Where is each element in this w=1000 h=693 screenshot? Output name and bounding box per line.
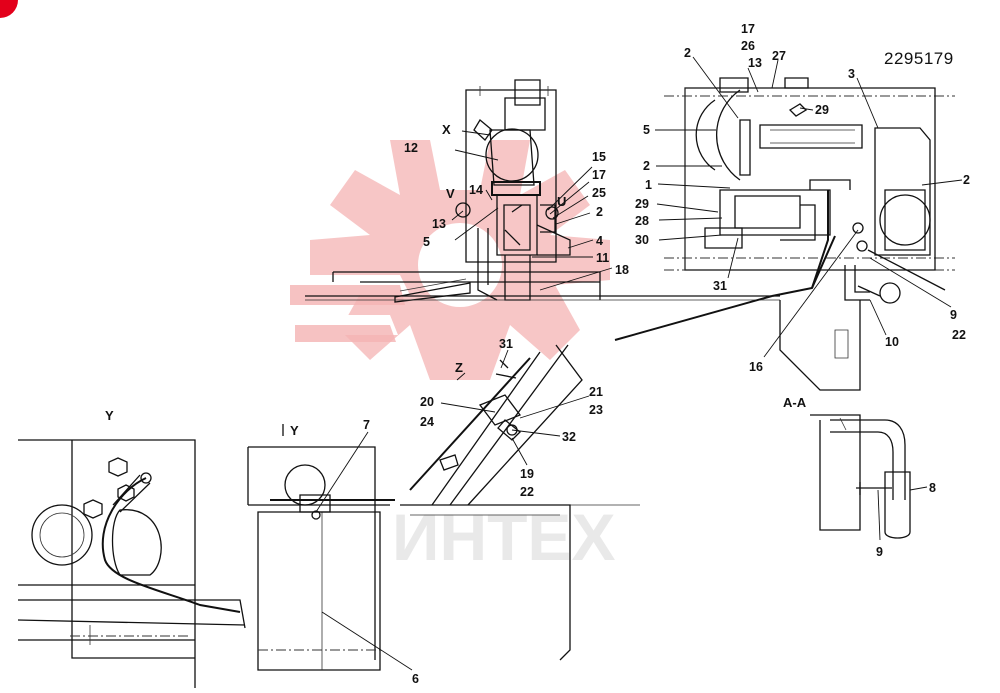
callout-23: 23 [589, 403, 603, 417]
frame-bottom-right [400, 504, 571, 661]
callout-7: 7 [363, 418, 370, 432]
drawing-number: 2295179 [884, 49, 954, 68]
callout-8: 8 [929, 481, 936, 495]
callout-13a: 13 [748, 56, 762, 70]
callout-11: 11 [596, 251, 609, 265]
callout-9b: 9 [876, 545, 883, 559]
callout-14: 14 [469, 183, 483, 197]
callout-22b: 22 [520, 485, 534, 499]
callout-31a: 31 [713, 279, 727, 293]
callout-2b: 2 [643, 159, 650, 173]
callout-17b: 17 [592, 168, 606, 182]
view-label-u: U [557, 194, 566, 209]
view-label-x: X [442, 122, 451, 137]
callout-22a: 22 [952, 328, 966, 342]
section-aa [810, 414, 911, 539]
callout-3: 3 [848, 67, 855, 81]
callout-5b: 5 [423, 235, 430, 249]
section-label-aa: A-A [783, 395, 807, 410]
callout-27: 27 [772, 49, 786, 63]
callout-17a: 17 [741, 22, 755, 36]
callout-18: 18 [615, 263, 629, 277]
view-y-left [17, 439, 246, 688]
callout-2d: 2 [596, 205, 603, 219]
leader-lines [315, 56, 963, 671]
view-label-y-mid: Y [290, 423, 299, 438]
callout-numbers: 17 26 13 27 2 3 29 5 2 1 2 29 28 30 31 9… [363, 22, 970, 686]
callout-2a: 2 [684, 46, 691, 60]
watermark-text: ИНТЕХ [392, 500, 615, 574]
callout-29b: 29 [635, 197, 649, 211]
callout-29a: 29 [815, 103, 829, 117]
callout-15: 15 [592, 150, 606, 164]
callout-16: 16 [749, 360, 763, 374]
callout-25: 25 [592, 186, 606, 200]
callout-21: 21 [589, 385, 603, 399]
callout-31b: 31 [499, 337, 513, 351]
view-label-v: V [446, 186, 455, 201]
callout-13b: 13 [432, 217, 446, 231]
callout-1: 1 [645, 178, 652, 192]
corner-mark [0, 0, 18, 18]
view-label-z: Z [455, 360, 463, 375]
callout-24: 24 [420, 415, 434, 429]
callout-26: 26 [741, 39, 755, 53]
callout-19: 19 [520, 467, 534, 481]
view-z [400, 344, 640, 506]
callout-9a: 9 [950, 308, 957, 322]
callout-30: 30 [635, 233, 649, 247]
view-labels: Y Y Z X V U A-A [105, 122, 807, 438]
callout-10: 10 [885, 335, 899, 349]
callout-4: 4 [596, 234, 603, 248]
callout-5a: 5 [643, 123, 650, 137]
callout-6: 6 [412, 672, 419, 686]
callout-12: 12 [404, 141, 418, 155]
callout-20: 20 [420, 395, 434, 409]
callout-2c: 2 [963, 173, 970, 187]
callout-28: 28 [635, 214, 649, 228]
callout-32: 32 [562, 430, 576, 444]
view-label-y-left: Y [105, 408, 114, 423]
watermark-logo [290, 140, 610, 380]
right-assembly [664, 77, 955, 391]
frame-lines [305, 235, 836, 341]
view-y-middle [247, 446, 395, 671]
